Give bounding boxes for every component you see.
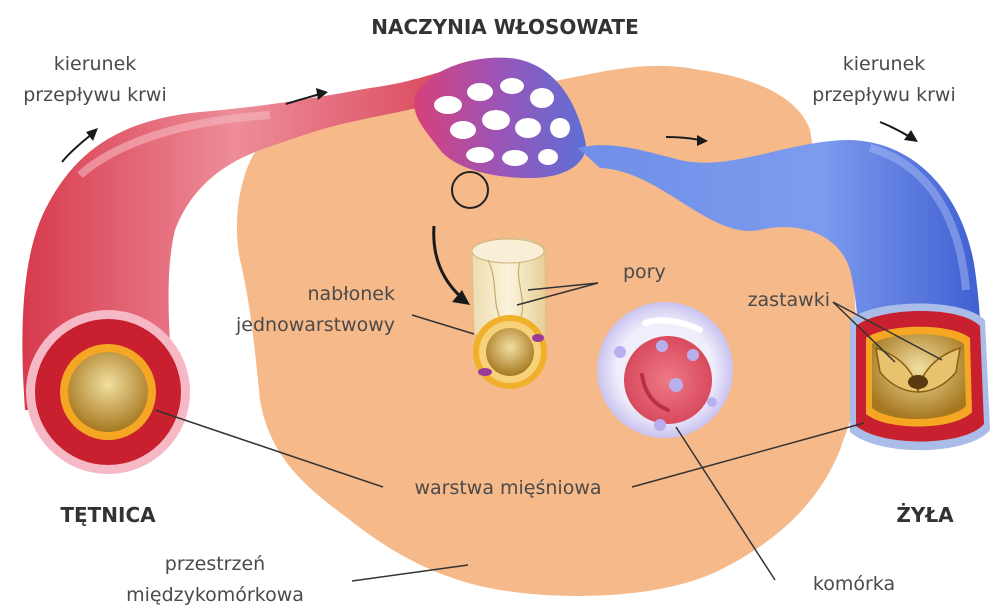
flow-label-left-line1: kierunek: [54, 53, 137, 75]
flow-label-right-line1: kierunek: [843, 53, 926, 75]
endothelium-label-line1: nabłonek: [307, 283, 395, 305]
valves-label: zastawki: [748, 289, 830, 311]
pores-label: pory: [623, 261, 666, 283]
endothelium-label-line2: jednowarstwowy: [235, 314, 395, 336]
flow-label-right-line2: przepływu krwi: [812, 84, 956, 106]
cell: [597, 302, 733, 438]
cell-label: komórka: [813, 573, 895, 595]
capillary-cross-section: [472, 238, 547, 389]
interstitial-label-line1: przestrzeń: [165, 553, 265, 575]
flow-label-left-line2: przepływu krwi: [23, 84, 167, 106]
vein-label: ŻYŁA: [896, 503, 954, 527]
artery-lumen: [68, 352, 148, 432]
diagram-title: NACZYNIA WŁOSOWATE: [371, 15, 639, 39]
muscle-layer-label: warstwa mięśniowa: [414, 477, 601, 499]
flow-arrow-right-2: [880, 122, 918, 142]
capillary-lumen: [486, 328, 534, 376]
artery-label: TĘTNICA: [60, 503, 156, 527]
interstitial-label-line2: międzykomórkowa: [126, 584, 304, 606]
